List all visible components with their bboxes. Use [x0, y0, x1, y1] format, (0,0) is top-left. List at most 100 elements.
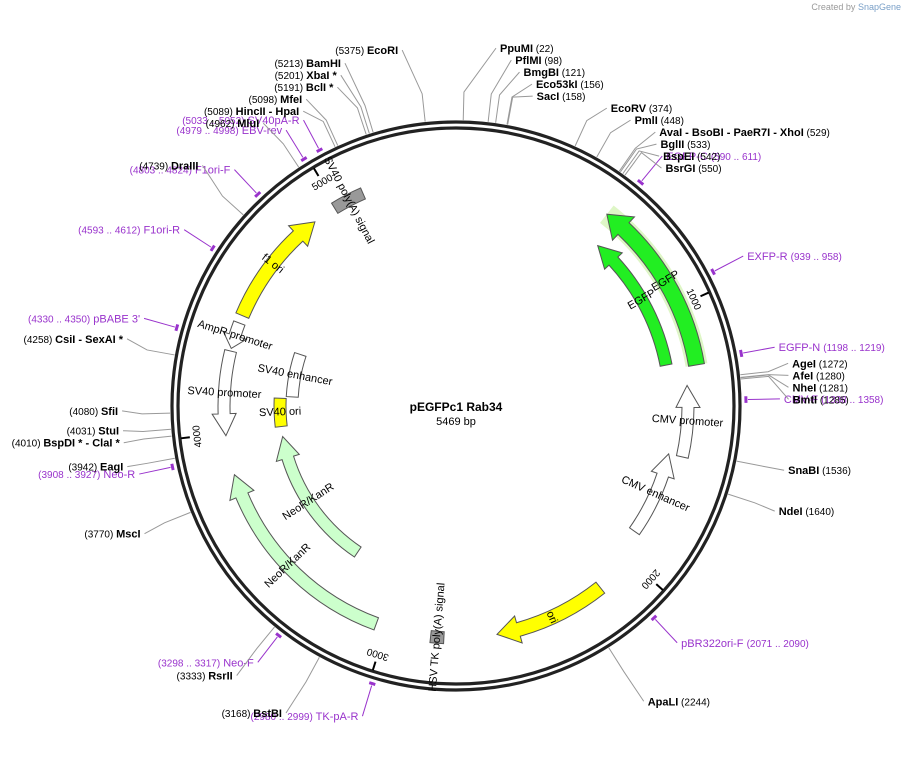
site-label: ApaLI (2244) — [648, 696, 710, 708]
site-leader — [340, 74, 370, 134]
site-leader — [122, 410, 171, 415]
feature-arrow-sv40-promoter[interactable] — [211, 348, 238, 437]
site-ecorv[interactable]: EcoRV (374) — [574, 103, 672, 147]
feature-arrow-neor-kanr[interactable] — [229, 473, 380, 631]
primer-tk-pa-r[interactable]: (2980 .. 2999) TK-pA-R — [251, 681, 376, 723]
site-label: AfeI (1280) — [792, 370, 844, 382]
feature-arrow-ori[interactable] — [496, 581, 606, 644]
site-xbai[interactable]: (5201) XbaI * — [275, 70, 370, 134]
feature-arrow-sv40-ori[interactable] — [273, 397, 288, 428]
primer-exfp-r[interactable]: EXFP-R (939 .. 958) — [710, 251, 842, 276]
primer-f1ori-r[interactable]: (4593 .. 4612) F1ori-R — [78, 225, 216, 252]
site-csii-sexai[interactable]: (4258) CsiI - SexAI * — [23, 334, 175, 356]
backbone — [170, 120, 742, 692]
site-leader — [127, 457, 175, 468]
feature-arrow-sv40-enhancer[interactable] — [285, 351, 307, 398]
site-bcli[interactable]: (5191) BclI * — [274, 82, 367, 135]
site-agei[interactable]: AgeI (1272) — [740, 358, 848, 376]
site-mfei[interactable]: (5098) MfeI — [248, 94, 339, 146]
feature-ori[interactable]: ori — [496, 581, 606, 644]
site-bglii[interactable]: BglII (533) — [619, 139, 710, 173]
feature-arrow-neor-kanr[interactable] — [275, 435, 362, 558]
site-ndei[interactable]: NdeI (1640) — [727, 493, 834, 518]
site-leader — [337, 86, 367, 135]
site-label: (4031) StuI — [67, 426, 119, 438]
feature-label-cmv-promoter: CMV promoter — [651, 413, 723, 430]
feature-label-sv40-ori: SV40 ori — [259, 406, 302, 420]
site-label: BsrGI (550) — [665, 163, 721, 175]
feature-egfp[interactable]: EGFP — [600, 205, 708, 367]
primer-leader — [143, 317, 176, 328]
tick-label-2000: 2000 — [638, 567, 661, 591]
site-leader — [305, 98, 339, 146]
tick-3000 — [371, 661, 377, 671]
primer-ebv-rev[interactable]: (4979 .. 4998) EBV-rev — [176, 125, 308, 163]
site-msci[interactable]: (3770) MscI — [84, 511, 191, 541]
site-apali[interactable]: ApaLI (2244) — [608, 647, 710, 708]
primer-neo-f[interactable]: (3298 .. 3317) Neo-F — [158, 632, 283, 669]
site-bmti[interactable]: BmtI (1285) — [740, 375, 849, 406]
feature-arrow-egfp[interactable] — [596, 244, 673, 367]
primer-f1ori-f[interactable]: (4803 .. 4824) F1ori-F — [130, 165, 262, 198]
site-eco53ki[interactable]: Eco53kI (156) — [506, 79, 604, 125]
site-saci[interactable]: SacI (158) — [507, 91, 586, 125]
site-stui[interactable]: (4031) StuI — [67, 426, 171, 438]
feature-neor-kanr[interactable]: NeoR/KanR — [275, 435, 362, 558]
site-eagi[interactable]: (3942) EagI — [68, 457, 175, 474]
feature-arrow-sv40-poly-a-signal[interactable] — [330, 187, 367, 215]
site-pmli[interactable]: PmlI (448) — [596, 115, 684, 158]
site-pflmi[interactable]: PflMI (98) — [487, 55, 562, 122]
site-bsrgi[interactable]: BsrGI (550) — [624, 151, 722, 176]
feature-label-sv40-promoter: SV40 promoter — [187, 385, 262, 401]
feature-arrow-f1-ori[interactable] — [235, 221, 316, 320]
site-leader — [740, 374, 789, 388]
site-hincii-hpai[interactable]: (5089) HincII - HpaI — [204, 106, 336, 148]
feature-sv40-promoter[interactable]: SV40 promoter — [187, 348, 262, 437]
feature-arrow-egfp[interactable] — [606, 213, 705, 367]
feature-arrow-cmv-enhancer[interactable] — [628, 452, 675, 536]
site-label: (5191) BclI * — [274, 82, 334, 94]
site-nhei[interactable]: NheI (1281) — [740, 374, 848, 394]
primer-egfp-c[interactable]: EGFP-C (590 .. 611) — [636, 151, 761, 186]
feature-cmv-enhancer[interactable]: CMV enhancer — [619, 452, 692, 536]
feature-ampr-promoter[interactable]: AmpR promoter — [196, 318, 274, 353]
site-bamhi[interactable]: (5213) BamHI — [274, 58, 374, 133]
site-leader — [727, 493, 775, 512]
feature-sv40-ori[interactable]: SV40 ori — [259, 397, 302, 428]
site-label: SnaBI (1536) — [788, 465, 851, 477]
site-bspei[interactable]: BspEI (542) — [622, 150, 721, 174]
site-snabi[interactable]: SnaBI (1536) — [736, 460, 851, 477]
site-bstbi[interactable]: (3168) BstBI — [222, 657, 320, 720]
site-label: (4258) CsiI - SexAI * — [23, 334, 123, 346]
site-mlui[interactable]: (4962) MluI — [206, 118, 300, 168]
feature-arrow-hsv-tk-poly-a-signal[interactable] — [429, 630, 445, 645]
site-bmgbi[interactable]: BmgBI (121) — [495, 67, 585, 123]
feature-sv40-poly-a-signal[interactable]: SV40 poly(A) signal — [321, 155, 376, 246]
site-bspdi-clai[interactable]: (4010) BspDI * - ClaI * — [12, 435, 172, 450]
primer-neo-r[interactable]: (3908 .. 3927) Neo-R — [38, 463, 175, 481]
tick-label-3000: 3000 — [365, 645, 390, 662]
feature-f1-ori[interactable]: f1 ori — [235, 221, 316, 320]
primer-mark — [275, 632, 283, 639]
site-label: (5089) HincII - HpaI — [204, 106, 299, 118]
feature-cmv-promoter[interactable]: CMV promoter — [651, 384, 724, 459]
site-ecori[interactable]: (5375) EcoRI — [335, 45, 426, 122]
primer-sv40pa-r[interactable]: (5033 .. 5052) SV40pA-R — [182, 115, 324, 153]
feature-sv40-enhancer[interactable]: SV40 enhancer — [257, 351, 334, 398]
site-leader — [619, 143, 657, 173]
feature-arrow-cmv-promoter[interactable] — [675, 384, 701, 459]
site-sfii[interactable]: (4080) SfiI — [69, 406, 171, 418]
feature-hsv-tk-poly-a-signal[interactable]: HSV TK poly(A) signal — [427, 582, 448, 692]
site-avai-bsobi-paer7i-xhoi[interactable]: AvaI - BsoBI - PaeR7I - XhoI (529) — [618, 127, 830, 172]
primer-pbabe-3[interactable]: (4330 .. 4350) pBABE 3' — [28, 313, 180, 332]
primer-egfp-n[interactable]: EGFP-N (1198 .. 1219) — [739, 342, 885, 358]
feature-egfp[interactable]: EGFP — [596, 244, 673, 367]
primer-cmv-f[interactable]: CMV-F (1338 .. 1358) — [744, 394, 884, 406]
site-rsrii[interactable]: (3333) RsrII — [177, 626, 275, 683]
primer-leader — [641, 155, 663, 182]
primer-pbr322ori-f[interactable]: pBR322ori-F (2071 .. 2090) — [650, 614, 809, 650]
primer-label: EXFP-R (939 .. 958) — [747, 251, 842, 263]
site-draiii[interactable]: (4739) DraIII — [139, 160, 244, 216]
feature-arrow-ampr-promoter[interactable] — [222, 320, 248, 350]
site-ppumi[interactable]: PpuMI (22) — [462, 43, 554, 121]
